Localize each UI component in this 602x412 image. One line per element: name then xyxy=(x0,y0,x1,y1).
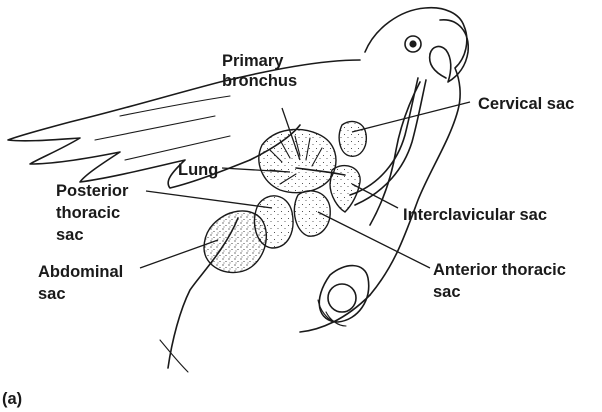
cervical-sac xyxy=(339,122,366,157)
bird-belly-outline xyxy=(300,295,370,332)
label-cervical-sac: Cervical sac xyxy=(478,95,574,113)
label-anterior-thoracic-1: Anterior thoracic xyxy=(433,261,566,279)
leader-posterior-thoracic xyxy=(146,191,272,208)
label-abdominal-1: Abdominal xyxy=(38,263,123,281)
bird-tail-line xyxy=(160,340,188,372)
bird-eye-pupil xyxy=(409,40,416,47)
bird-wing-feather-3 xyxy=(125,136,230,160)
label-anterior-thoracic-2: sac xyxy=(433,283,461,301)
bird-foot-perch xyxy=(328,284,356,312)
label-interclavicular-sac: Interclavicular sac xyxy=(403,206,547,224)
lung xyxy=(259,129,336,192)
label-posterior-thoracic-1: Posterior xyxy=(56,182,129,200)
label-primary-bronchus-1: Primary xyxy=(222,52,284,70)
label-primary-bronchus-2: bronchus xyxy=(222,72,297,90)
anterior-thoracic-sac xyxy=(294,191,330,236)
bird-beak-lower xyxy=(430,54,446,78)
bird-wing-feather-2 xyxy=(95,116,215,140)
leader-interclavicular xyxy=(352,184,398,208)
label-abdominal-2: sac xyxy=(38,285,66,303)
label-lung: Lung xyxy=(178,161,218,179)
bird-wing-feather-1 xyxy=(120,96,230,116)
label-posterior-thoracic-3: sac xyxy=(56,226,84,244)
label-posterior-thoracic-2: thoracic xyxy=(56,204,120,222)
respiratory-system xyxy=(204,78,426,273)
bird-beak xyxy=(430,20,468,82)
panel-label: (a) xyxy=(2,390,22,408)
